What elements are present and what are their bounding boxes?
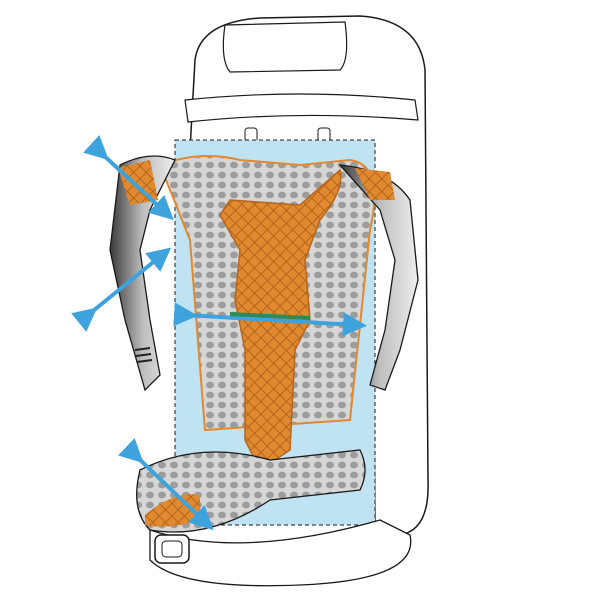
buckle-icon [154,534,190,564]
stretch-band [229,312,311,320]
stretch-arrow-icon [71,247,172,332]
stretch-arrow-icon [118,438,214,531]
right-shoulder-strap [338,164,419,391]
stretch-arrow-icon [83,135,174,221]
strap-ladder [134,347,153,363]
stretch-arrows [71,135,367,531]
right-strap-pad [355,168,395,200]
stretch-arrow-icon [173,302,367,337]
hipbelt-wing [149,519,412,587]
